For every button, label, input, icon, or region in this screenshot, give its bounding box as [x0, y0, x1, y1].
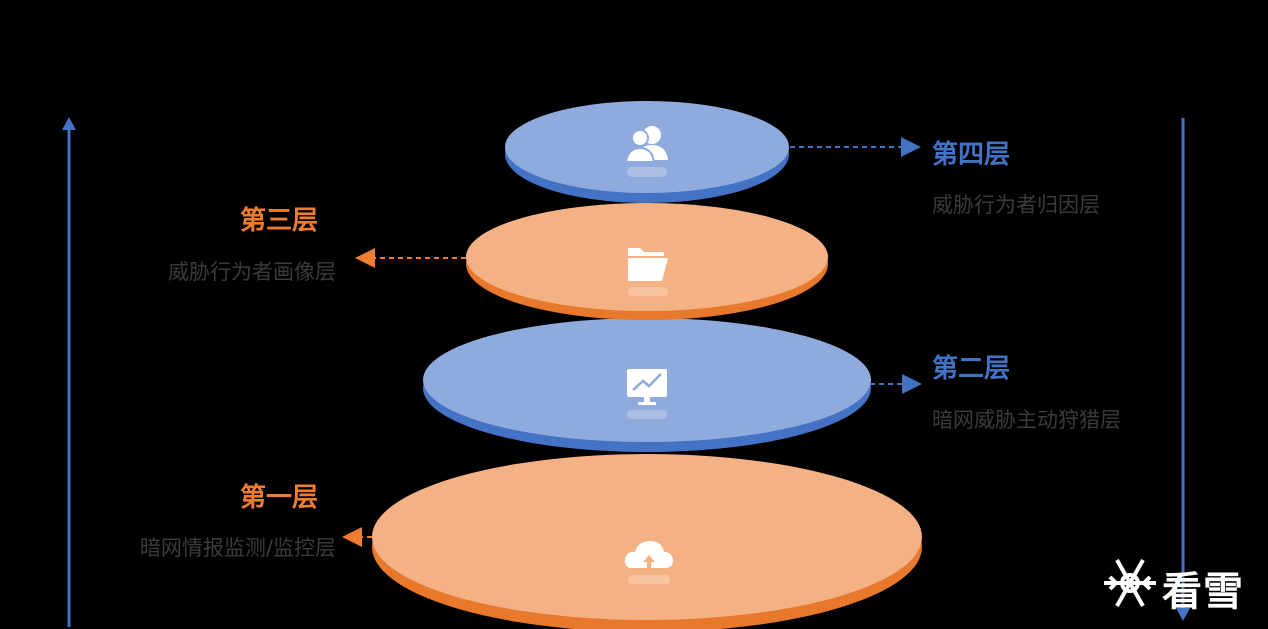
right-down-arrow [1176, 118, 1190, 621]
layer-2-title: 第二层 [932, 354, 1011, 384]
layer-3-subtitle: 威胁行为者画像层 [168, 260, 336, 284]
cloud-upload-icon [624, 541, 673, 584]
snowflake-icon [1104, 559, 1156, 607]
layer-1-subtitle: 暗网情报监测/监控层 [139, 536, 336, 560]
layer-4-title: 第四层 [932, 140, 1011, 170]
folder-icon [628, 248, 668, 296]
logo-text: 看雪 [1162, 569, 1244, 615]
layer-2-subtitle: 暗网威胁主动狩猎层 [932, 408, 1121, 432]
disc-layer-3 [466, 203, 828, 320]
users-icon [624, 126, 668, 177]
layer-4-subtitle: 威胁行为者归因层 [932, 193, 1100, 217]
left-up-arrow [62, 117, 76, 627]
monitor-chart-icon [627, 369, 667, 419]
layer-3-title: 第三层 [240, 206, 319, 236]
layer-1-title: 第一层 [240, 483, 319, 513]
